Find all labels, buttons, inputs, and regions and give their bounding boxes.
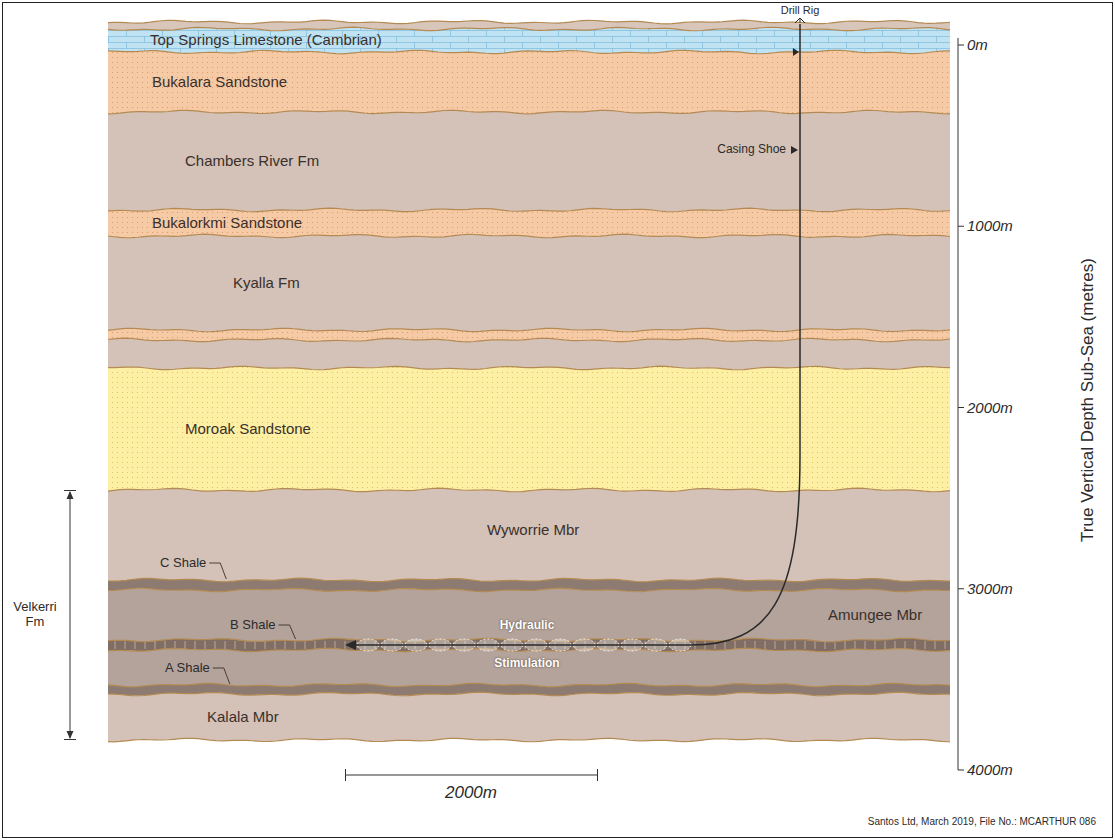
stimulation-label: Stimulation (494, 657, 559, 671)
stratum-fill (108, 488, 950, 582)
formation-band: Kyalla Fm (108, 236, 950, 330)
stratum-fill (108, 110, 950, 211)
strata (108, 20, 950, 742)
frame (3, 3, 1113, 838)
drill-rig-symbol (795, 18, 805, 23)
scale-label: 2000m (445, 783, 497, 803)
formation-band: Amungee Mbr (108, 590, 950, 640)
source-note: Santos Ltd, March 2019, File No.: MCARTH… (868, 816, 1096, 828)
leader-line (209, 563, 226, 579)
stratum-boundary (108, 578, 950, 582)
stratum-fill (108, 683, 950, 695)
stratum-boundary (108, 366, 950, 370)
casing-label: Casing Shoe (717, 143, 786, 157)
stratum-fill (108, 338, 950, 370)
shale-label: B Shale (230, 618, 276, 633)
well-path (356, 24, 800, 645)
stratum-boundary (108, 50, 950, 54)
formation-label: Kyalla Fm (233, 275, 300, 292)
formation-band: Kalala Mbr (108, 694, 950, 740)
stratum-boundary (108, 338, 950, 342)
formation-group-label: Velkerri Fm (8, 600, 62, 630)
stratum-boundary (108, 328, 950, 332)
formation-band: Bukalara Sandstone (108, 52, 950, 112)
shale-label: C Shale (160, 556, 206, 571)
depth-tick-label: 0m (967, 36, 988, 53)
conductor-shoe (793, 48, 799, 56)
axis-title: True Vertical Depth Sub-Sea (metres) (1078, 258, 1098, 542)
formation-label: Wyworrie Mbr (487, 522, 579, 539)
axis-tick (958, 45, 964, 46)
formation-band: Moroak Sandstone (108, 368, 950, 490)
formation-label: Top Springs Limestone (Cambrian) (150, 32, 382, 49)
stratum-boundary (108, 588, 950, 592)
stratum-fill (108, 208, 950, 238)
bracket-arrow (67, 731, 74, 739)
bracket-arrow (67, 491, 74, 499)
stratum-fill (108, 366, 950, 492)
stratum-boundary (108, 27, 950, 31)
depth-tick-label: 3000m (967, 580, 1013, 597)
axis-tick (958, 770, 964, 771)
stratum-fill (108, 50, 950, 114)
axis-tick (958, 226, 964, 227)
stimulation-label: Hydraulic (500, 619, 555, 633)
shale-label: A Shale (165, 661, 210, 676)
stratum-boundary (108, 208, 950, 212)
formation-label: Amungee Mbr (828, 607, 922, 624)
axis-tick (958, 407, 964, 408)
stratum-fill (108, 692, 950, 742)
formation-label: Kalala Mbr (207, 709, 279, 726)
stratum-boundary (108, 488, 950, 492)
member-bracket (64, 491, 76, 740)
leader-line (213, 668, 230, 684)
axis-tick (958, 588, 964, 589)
formation-band: Wyworrie Mbr (108, 490, 950, 570)
formation-label: Bukalara Sandstone (152, 74, 287, 91)
formation-band: Top Springs Limestone (Cambrian) (108, 29, 950, 52)
formation-label: Moroak Sandstone (185, 421, 311, 438)
stratum-fill (108, 234, 950, 332)
leader-line (279, 625, 296, 639)
scale-bar (345, 769, 598, 781)
stratum-boundary (108, 692, 950, 696)
depth-tick-label: 2000m (967, 399, 1013, 416)
formation-label: Bukalorkmi Sandstone (152, 215, 302, 232)
depth-tick-label: 4000m (967, 761, 1013, 778)
depth-axis (958, 38, 959, 770)
depth-tick-label: 1000m (967, 218, 1013, 235)
formation-label: Chambers River Fm (185, 153, 319, 170)
formation-band: Chambers River Fm (108, 112, 950, 210)
stratum-fill (108, 588, 950, 642)
stratum-boundary (108, 234, 950, 238)
formation-band: Bukalorkmi Sandstone (108, 210, 950, 236)
well-toe-arrow (345, 640, 356, 650)
stratum-fill (108, 648, 950, 687)
stratum-boundary (108, 20, 950, 24)
stratum-boundary (108, 738, 950, 742)
rig-label: Drill Rig (781, 4, 820, 17)
stratum-boundary (108, 683, 950, 687)
stratum-boundary (108, 110, 950, 114)
casing-shoe (791, 146, 798, 154)
stratum-fill (108, 27, 950, 54)
